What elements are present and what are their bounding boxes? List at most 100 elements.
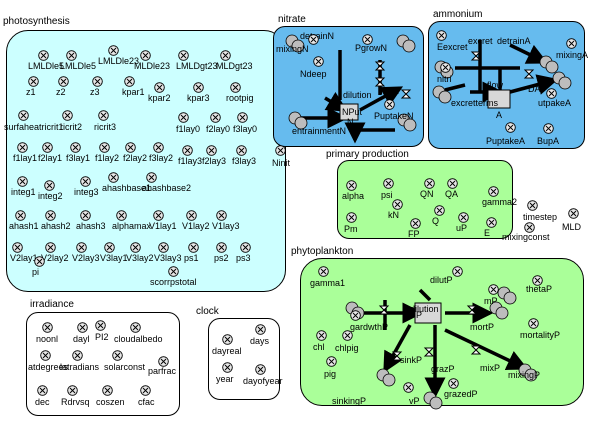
photosynthesis-vars-7-variable-icon[interactable] (58, 76, 69, 87)
production-vars-3-variable-icon[interactable] (447, 178, 458, 189)
photosynthesis-vars-0-variable-icon[interactable] (38, 50, 49, 61)
timestep-variable-icon[interactable] (527, 200, 538, 211)
phyto-var-2-variable-icon[interactable] (532, 275, 543, 286)
eexcret-variable-icon[interactable] (436, 30, 447, 41)
photosynthesis-vars-10-variable-icon[interactable] (154, 82, 165, 93)
primary-production-panel[interactable] (337, 160, 513, 239)
photosynthesis-vars-41-variable-icon[interactable] (45, 242, 56, 253)
irradiance-vars-9-variable-icon[interactable] (67, 385, 78, 396)
ninit-variable-icon[interactable] (275, 145, 286, 156)
phyto-var-0-variable-icon[interactable] (318, 266, 329, 277)
utpakea-variable-icon[interactable] (546, 88, 557, 99)
photosynthesis-vars-30-variable-icon[interactable] (80, 176, 91, 187)
pgrown-variable-icon[interactable] (362, 34, 373, 45)
bupa-variable-icon[interactable] (543, 123, 554, 134)
irradiance-vars-3-variable-icon[interactable] (130, 322, 141, 333)
photosynthesis-vars-31-variable-icon[interactable] (108, 172, 119, 183)
phyto-var-10-variable-icon[interactable] (448, 378, 459, 389)
photosynthesis-vars-27-variable-icon[interactable] (236, 145, 247, 156)
photosynthesis-vars-4-variable-icon[interactable] (178, 50, 189, 61)
photosynthesis-vars-34-variable-icon[interactable] (45, 210, 56, 221)
production-vars-2-variable-icon[interactable] (424, 178, 435, 189)
photosynthesis-vars-13-variable-icon[interactable] (18, 110, 29, 121)
production-vars-9-variable-icon[interactable] (458, 212, 469, 223)
photosynthesis-vars-16-variable-icon[interactable] (178, 112, 189, 123)
photosynthesis-vars-43-variable-icon[interactable] (104, 242, 115, 253)
photosynthesis-vars-24-variable-icon[interactable] (153, 142, 164, 153)
photosynthesis-vars-35-variable-icon[interactable] (80, 210, 91, 221)
photosynthesis-vars-26-variable-icon[interactable] (206, 145, 217, 156)
photosynthesis-vars-11-variable-icon[interactable] (193, 82, 204, 93)
production-vars-10-variable-icon[interactable] (486, 217, 497, 228)
photosynthesis-vars-19-variable-icon[interactable] (17, 142, 28, 153)
photosynthesis-vars-6-variable-icon[interactable] (28, 76, 39, 87)
phyto-var-3-variable-icon[interactable] (488, 284, 499, 295)
production-vars-8-variable-icon[interactable] (434, 205, 445, 216)
nitri-variable-icon[interactable] (440, 62, 451, 73)
irradiance-vars-8-variable-icon[interactable] (37, 385, 48, 396)
irradiance-vars-4-variable-icon[interactable] (40, 350, 51, 361)
photosynthesis-vars-36-variable-icon[interactable] (116, 210, 127, 221)
production-vars-1-variable-icon[interactable] (383, 178, 394, 189)
photosynthesis-vars-21-variable-icon[interactable] (70, 142, 81, 153)
clock-vars-0-variable-icon[interactable] (222, 334, 233, 345)
photosynthesis-vars-46-variable-icon[interactable] (188, 242, 199, 253)
photosynthesis-vars-22-variable-icon[interactable] (99, 142, 110, 153)
photosynthesis-vars-2-variable-icon[interactable] (108, 45, 119, 56)
irradiance-vars-6-variable-icon[interactable] (112, 350, 123, 361)
irradiance-vars-2-variable-icon[interactable] (95, 320, 106, 331)
irradiance-vars-7-variable-icon[interactable] (158, 356, 169, 367)
photosynthesis-vars-29-variable-icon[interactable] (44, 180, 55, 191)
phyto-var-9-variable-icon[interactable] (403, 382, 414, 393)
puptaken-variable-icon[interactable] (384, 99, 395, 110)
photosynthesis-vars-39-variable-icon[interactable] (216, 210, 227, 221)
photosynthesis-vars-14-variable-icon[interactable] (62, 110, 73, 121)
photosynthesis-vars-50-variable-icon[interactable] (168, 266, 179, 277)
photosynthesis-vars-18-variable-icon[interactable] (237, 112, 248, 123)
photosynthesis-vars-49-variable-icon[interactable] (34, 256, 45, 267)
photosynthesis-vars-47-variable-icon[interactable] (216, 242, 227, 253)
photosynthesis-vars-25-variable-icon[interactable] (182, 145, 193, 156)
photosynthesis-vars-48-variable-icon[interactable] (240, 242, 251, 253)
irradiance-vars-1-variable-icon[interactable] (77, 322, 88, 333)
mixinga-variable-icon[interactable] (566, 38, 577, 49)
photosynthesis-vars-8-variable-icon[interactable] (92, 76, 103, 87)
phyto-var-6-variable-icon[interactable] (316, 330, 327, 341)
clock-vars-3-variable-icon[interactable] (255, 364, 266, 375)
mixingconst-variable-icon[interactable] (524, 222, 535, 233)
photosynthesis-vars-42-variable-icon[interactable] (76, 242, 87, 253)
photosynthesis-vars-28-variable-icon[interactable] (17, 176, 28, 187)
photosynthesis-vars-38-variable-icon[interactable] (186, 210, 197, 221)
phyto-var-4-variable-icon[interactable] (350, 310, 361, 321)
production-vars-5-variable-icon[interactable] (392, 199, 403, 210)
photosynthesis-vars-20-variable-icon[interactable] (42, 142, 53, 153)
phyto-var-7-variable-icon[interactable] (342, 330, 353, 341)
photosynthesis-vars-44-variable-icon[interactable] (130, 242, 141, 253)
mld-variable-icon[interactable] (568, 208, 579, 219)
clock-vars-1-variable-icon[interactable] (255, 324, 266, 335)
photosynthesis-vars-15-variable-icon[interactable] (98, 110, 109, 121)
production-vars-0-variable-icon[interactable] (346, 180, 357, 191)
irradiance-vars-0-variable-icon[interactable] (42, 322, 53, 333)
puptakea-variable-icon[interactable] (505, 122, 516, 133)
production-vars-4-variable-icon[interactable] (488, 186, 499, 197)
clock-panel[interactable] (208, 318, 280, 400)
production-vars-7-variable-icon[interactable] (410, 218, 421, 229)
photosynthesis-vars-12-variable-icon[interactable] (230, 82, 241, 93)
clock-vars-2-variable-icon[interactable] (222, 362, 233, 373)
irradiance-vars-5-variable-icon[interactable] (72, 350, 83, 361)
photosynthesis-vars-1-variable-icon[interactable] (66, 50, 77, 61)
ndeep-variable-icon[interactable] (313, 56, 324, 67)
phyto-var-8-variable-icon[interactable] (326, 356, 337, 367)
photosynthesis-vars-5-variable-icon[interactable] (220, 50, 231, 61)
production-vars-6-variable-icon[interactable] (346, 212, 357, 223)
irradiance-vars-11-variable-icon[interactable] (140, 385, 151, 396)
photosynthesis-vars-23-variable-icon[interactable] (125, 142, 136, 153)
photosynthesis-vars-33-variable-icon[interactable] (15, 210, 26, 221)
phyto-var-5-variable-icon[interactable] (528, 318, 539, 329)
irradiance-vars-10-variable-icon[interactable] (102, 385, 113, 396)
detrainn-variable-icon[interactable] (308, 34, 319, 45)
phyto-var-1-variable-icon[interactable] (452, 266, 463, 277)
photosynthesis-vars-45-variable-icon[interactable] (158, 242, 169, 253)
photosynthesis-vars-32-variable-icon[interactable] (146, 172, 157, 183)
